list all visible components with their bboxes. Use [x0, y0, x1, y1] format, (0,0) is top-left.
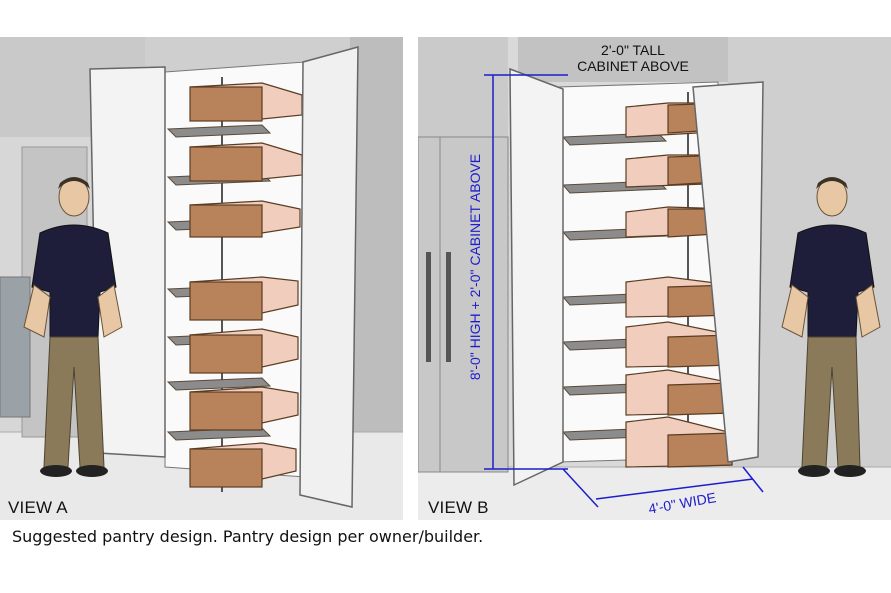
view-a-illustration [0, 37, 403, 520]
caption: Suggested pantry design. Pantry design p… [12, 527, 484, 546]
dimension-lines [484, 74, 764, 508]
appliance [0, 276, 31, 418]
cabinet-above-note: 2'-0" TALL CABINET ABOVE [548, 42, 718, 74]
left-door [509, 67, 564, 487]
right-door [692, 81, 764, 463]
person-figure [23, 177, 123, 477]
person-figure [781, 177, 881, 477]
cabinet-above-note-line1: 2'-0" TALL [601, 42, 665, 58]
view-a-panel: VIEW A [0, 37, 403, 520]
refrigerator [418, 136, 509, 473]
cabinet-above-note-line2: CABINET ABOVE [577, 58, 689, 74]
view-b-label: VIEW B [428, 498, 489, 517]
view-b-panel: 2'-0" TALL CABINET ABOVE 8'-0" HIGH + 2'… [418, 37, 891, 520]
right-door [299, 46, 359, 508]
height-dimension-label: 8'-0" HIGH + 2'-0" CABINET ABOVE [467, 153, 483, 381]
view-b-illustration [418, 37, 891, 520]
pull-out-drawers [189, 82, 303, 488]
pull-out-drawers [625, 102, 733, 468]
view-a-label: VIEW A [8, 498, 68, 517]
